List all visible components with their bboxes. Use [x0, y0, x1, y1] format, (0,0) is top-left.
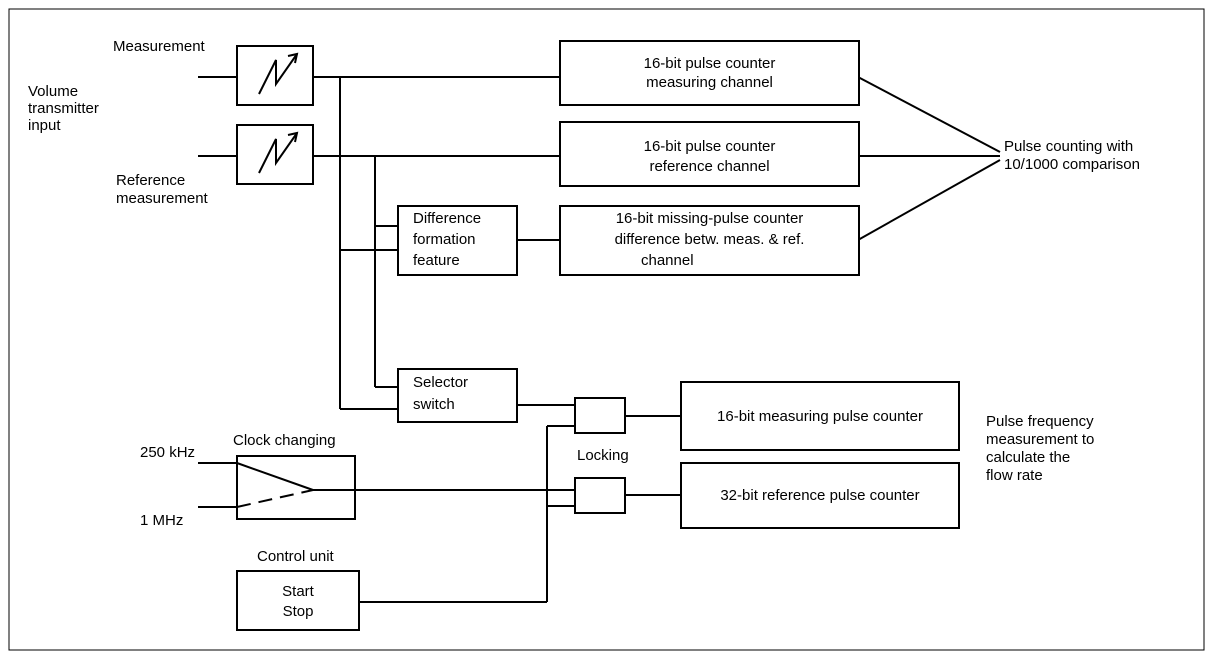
control-unit-label: Control unit	[257, 548, 334, 565]
fan-line-bottom	[857, 159, 1001, 241]
diagram-frame	[8, 8, 1205, 651]
pulse-counting-label-1: Pulse counting with	[1004, 138, 1134, 155]
start-stop-block: Start Stop	[236, 570, 360, 631]
measuring-pulse-counter-label: 16-bit measuring pulse counter	[717, 408, 923, 425]
difference-formation-block: Difference formation feature	[397, 205, 518, 276]
measurement-converter-symbol	[258, 53, 298, 95]
missing-pulse-line3: channel	[641, 252, 694, 269]
reference-pulse-counter-label: 32-bit reference pulse counter	[720, 487, 920, 504]
fan-line-top	[857, 76, 1001, 153]
reference-measurement-label-1: Reference	[116, 172, 186, 189]
measurement-converter-arrowhead	[287, 52, 299, 64]
measurement-label: Measurement	[113, 38, 205, 55]
start-label: Start	[282, 583, 314, 600]
locking-gate-measuring	[574, 397, 626, 434]
selector-switch-block: Selector switch	[397, 368, 518, 423]
difference-line1: Difference	[413, 210, 482, 227]
reference-converter-arrowhead	[287, 131, 299, 143]
reference-pulse-counter: 32-bit reference pulse counter	[680, 462, 960, 529]
volume-transmitter-label-3: input	[28, 117, 61, 134]
clock-250khz-label: 250 kHz	[140, 444, 196, 461]
measuring-pulse-counter: 16-bit measuring pulse counter	[680, 381, 960, 451]
measuring-counter-line1: 16-bit pulse counter	[643, 55, 776, 72]
locking-gate-reference	[574, 477, 626, 514]
reference-counter-line1: 16-bit pulse counter	[643, 138, 776, 155]
stop-label: Stop	[282, 603, 314, 620]
missing-pulse-line2: difference betw. meas. & ref.	[614, 231, 805, 248]
locking-label: Locking	[577, 447, 629, 464]
missing-pulse-counter: 16-bit missing-pulse counter difference …	[559, 205, 860, 276]
reference-measurement-label-2: measurement	[116, 190, 208, 207]
clock-1mhz-label: 1 MHz	[140, 512, 184, 529]
measurement-converter	[236, 45, 314, 106]
volume-transmitter-label-2: transmitter	[28, 100, 99, 117]
selector-line1: Selector	[413, 374, 469, 391]
reference-channel-counter: 16-bit pulse counter reference channel	[559, 121, 860, 187]
pulse-frequency-label-3: calculate the	[986, 449, 1071, 466]
missing-pulse-line1: 16-bit missing-pulse counter	[615, 210, 804, 227]
reference-converter	[236, 124, 314, 185]
pulse-frequency-label-2: measurement to	[986, 431, 1095, 448]
difference-line3: feature	[413, 252, 460, 269]
switch-dashed-arm	[236, 489, 314, 508]
pulse-frequency-label-4: flow rate	[986, 467, 1043, 484]
reference-counter-line2: reference channel	[649, 158, 770, 175]
clock-changing-switch	[236, 455, 356, 520]
pulse-counting-label-2: 10/1000 comparison	[1004, 156, 1140, 173]
measuring-counter-line2: measuring channel	[646, 74, 773, 91]
difference-line2: formation	[413, 231, 476, 248]
pulse-frequency-label-1: Pulse frequency	[986, 413, 1094, 430]
volume-transmitter-label-1: Volume	[28, 83, 79, 100]
switch-arm	[236, 462, 314, 491]
measuring-channel-counter: 16-bit pulse counter measuring channel	[559, 40, 860, 106]
selector-line2: switch	[413, 396, 455, 413]
reference-converter-symbol	[258, 132, 298, 174]
clock-changing-label: Clock changing	[233, 432, 336, 449]
